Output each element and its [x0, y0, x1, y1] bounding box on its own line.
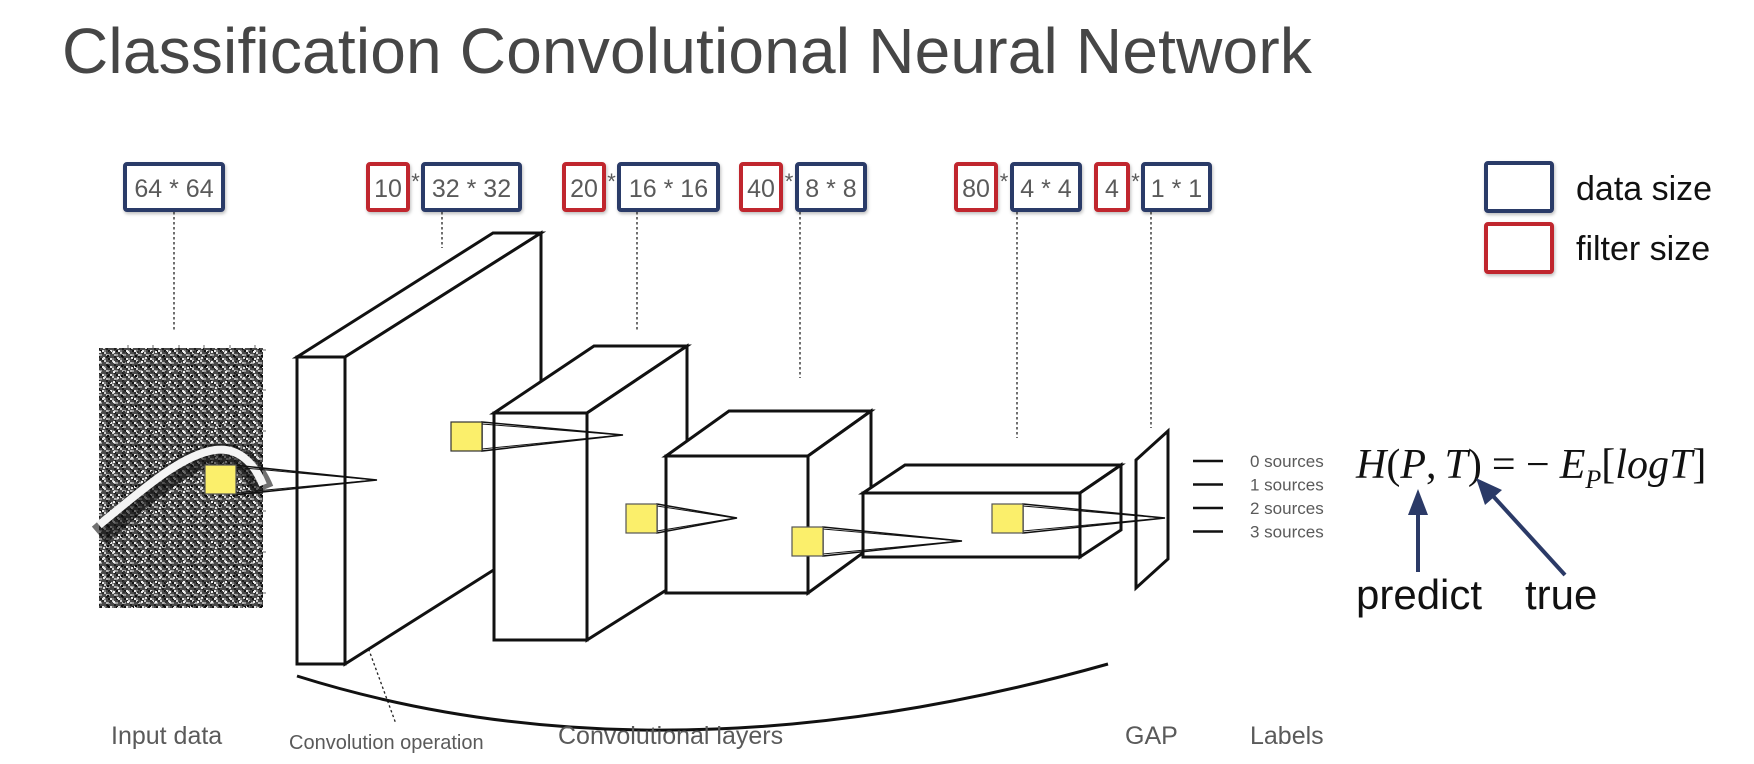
true-label: true	[1525, 571, 1597, 618]
filter-size-value: 4	[1105, 175, 1119, 203]
label-item: 3 sources	[1250, 523, 1324, 542]
caption-convolution-operation: Convolution operation	[289, 732, 484, 754]
legend-filter-label: filter size	[1576, 230, 1710, 268]
filter-size-value: 10	[374, 175, 402, 203]
data-size-value: 4 * 4	[1020, 175, 1072, 203]
layer-gap	[1134, 427, 1170, 592]
data-size-box	[1141, 162, 1212, 212]
filter-size-box	[562, 162, 606, 212]
filter-patch-input	[204, 464, 378, 496]
input-image	[91, 345, 274, 608]
layer-conv4	[858, 462, 1126, 560]
filter-size-value: 40	[747, 175, 775, 203]
layer-conv1	[291, 230, 547, 667]
filter-patches	[204, 421, 1166, 557]
data-size-value: 8 * 8	[805, 175, 856, 203]
legend-data-swatch	[1484, 161, 1554, 213]
size-boxes: 64 * 64 10 * 32 * 32 20 * 16 * 16 40 * 8 * 8 80 * 4 …	[123, 162, 1212, 212]
filter-patch-conv1	[450, 421, 624, 452]
size-group-conv2: 20 * 16 * 16	[562, 162, 720, 212]
filter-size-box	[739, 162, 783, 212]
svg-text:H(P,T)= −EP[logT]: H(P,T)= −EP[logT]	[1355, 442, 1706, 494]
caption-gap: GAP	[1125, 722, 1178, 750]
filter-size-box	[1094, 162, 1130, 212]
data-size-value: 1 * 1	[1151, 175, 1202, 203]
size-group-conv1: 10 * 32 * 32	[366, 162, 522, 212]
true-arrow	[1476, 478, 1567, 577]
label-item: 1 sources	[1250, 476, 1324, 495]
data-size-box	[617, 162, 720, 212]
data-size-box	[795, 162, 867, 212]
legend-filter-swatch	[1484, 222, 1554, 274]
multiply-symbol: *	[1131, 169, 1140, 194]
label-list: 0 sources 1 sources 2 sources 3 sources	[1193, 452, 1324, 542]
filter-size-value: 80	[962, 175, 990, 203]
data-size-box	[123, 162, 225, 212]
filter-patch-conv2	[625, 503, 738, 534]
label-item: 2 sources	[1250, 499, 1324, 518]
legend: data size filter size	[1484, 161, 1712, 274]
page-title: Classification Convolutional Neural Netw…	[62, 15, 1313, 87]
multiply-symbol: *	[785, 169, 794, 194]
caption-convolutional-layers: Convolutional layers	[558, 722, 783, 750]
size-group-input: 64 * 64	[123, 162, 225, 212]
filter-size-value: 20	[570, 175, 598, 203]
filter-patch-conv4	[991, 503, 1166, 534]
conv-layers-brace	[296, 662, 1109, 732]
loss-formula: H(P,T)= −EP[logT]	[1355, 442, 1706, 494]
filter-patch-conv3	[791, 526, 963, 557]
layer-conv3	[661, 408, 876, 596]
data-size-value: 16 * 16	[629, 175, 708, 203]
size-group-conv4: 80 * 4 * 4	[954, 162, 1082, 212]
data-size-value: 64 * 64	[134, 175, 213, 203]
multiply-symbol: *	[411, 169, 420, 194]
size-group-gap: 4 * 1 * 1	[1094, 162, 1212, 212]
predict-label: predict	[1356, 571, 1482, 618]
multiply-symbol: *	[607, 169, 616, 194]
multiply-symbol: *	[1000, 169, 1009, 194]
data-size-box	[1010, 162, 1082, 212]
caption-input-data: Input data	[111, 722, 222, 750]
filter-size-box	[366, 162, 410, 212]
predict-arrow	[1408, 489, 1428, 572]
data-size-box	[421, 162, 522, 212]
caption-labels: Labels	[1250, 722, 1324, 750]
arrow-head-icon	[1476, 478, 1502, 505]
layer-conv2	[489, 343, 692, 643]
arrow-head-icon	[1408, 489, 1428, 515]
legend-data-label: data size	[1576, 170, 1712, 208]
label-item: 0 sources	[1250, 452, 1324, 471]
data-size-value: 32 * 32	[432, 175, 511, 203]
size-group-conv3: 40 * 8 * 8	[739, 162, 867, 212]
filter-size-box	[954, 162, 998, 212]
